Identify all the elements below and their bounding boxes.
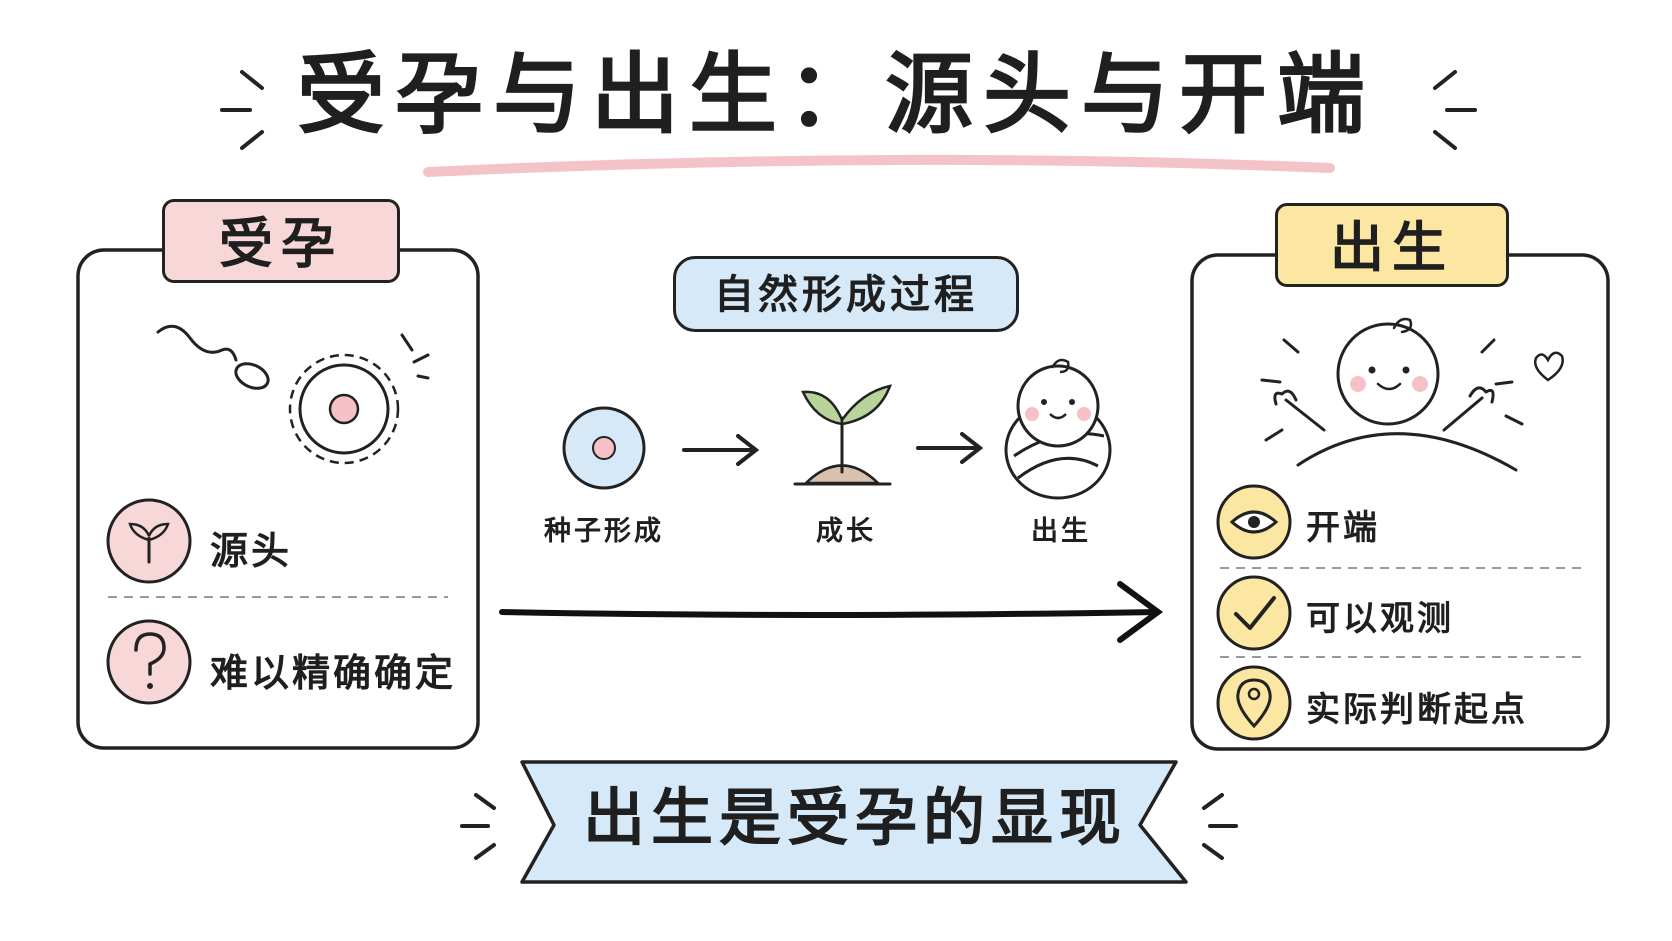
stage-label-seed: 种子形成 (544, 516, 664, 547)
title-underline (423, 154, 1335, 177)
sprout-icon (106, 498, 192, 584)
heart-icon (1534, 351, 1564, 382)
stage-label-growth: 成长 (816, 516, 876, 547)
arrow-right-icon (682, 434, 760, 466)
egg-cell-icon (562, 406, 646, 490)
right-row-starting-point: 实际判断起点 (1306, 690, 1528, 730)
left-row-source: 源头 (210, 529, 293, 573)
eye-icon (1216, 484, 1292, 560)
process-label: 自然形成过程 (673, 256, 1019, 332)
ovum-sparkle-icon (400, 333, 430, 380)
left-row-uncertain: 难以精确确定 (210, 651, 457, 695)
banner-shape (520, 760, 1188, 884)
title-sparkle-right-icon (1433, 70, 1477, 150)
banner-sparkle-right-icon (1202, 793, 1238, 860)
sparkle-lines-icon (1260, 338, 1524, 442)
checkmark-icon (1216, 575, 1292, 651)
right-row-beginning: 开端 (1306, 508, 1380, 548)
tab-conception: 受孕 (162, 199, 400, 283)
stage-label-birth: 出生 (1031, 516, 1091, 547)
right-row-observable: 可以观测 (1306, 599, 1454, 639)
tab-birth: 出生 (1275, 203, 1509, 287)
arrow-right-icon (916, 432, 984, 464)
seedling-icon (793, 384, 892, 486)
banner-text: 出生是受孕的显现 (582, 781, 1127, 854)
banner-sparkle-left-icon (460, 793, 496, 860)
happy-baby-icon (1273, 317, 1518, 472)
swaddled-baby-icon (1004, 358, 1112, 500)
page-title: 受孕与出生：源头与开端 (296, 43, 1375, 146)
title-sparkle-left-icon (220, 70, 264, 150)
long-arrow-icon (499, 581, 1164, 643)
location-pin-icon (1216, 665, 1292, 741)
question-mark-icon (106, 619, 192, 705)
sperm-icon (156, 324, 270, 390)
ovum-icon (288, 353, 400, 465)
